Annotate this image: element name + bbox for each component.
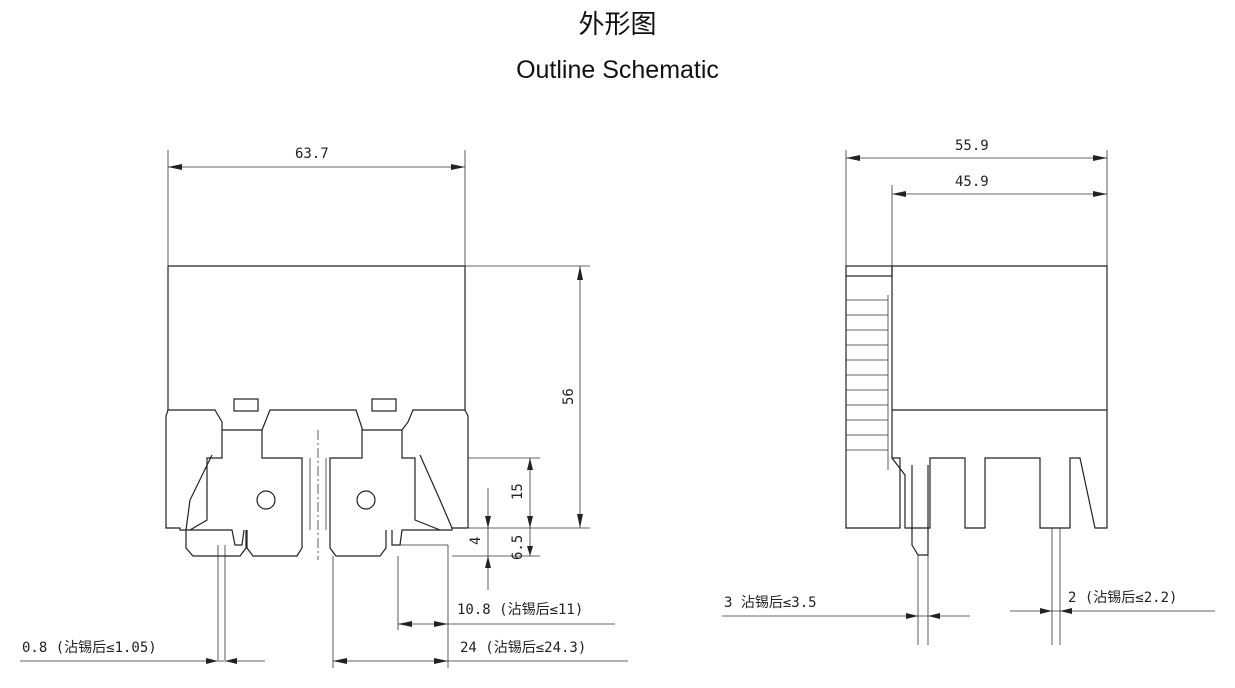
title-english: Outline Schematic: [516, 56, 719, 84]
title-chinese: 外形图: [578, 10, 657, 40]
pin-spacing-dim: 24 (沾锡后≤24.3): [460, 640, 586, 656]
terminal-height-dim: 15: [510, 483, 526, 500]
terminal-width-dim: 10.8 (沾锡后≤11): [457, 602, 583, 618]
front-view: 63.7 56 15 6.5 4 10.8 (沾锡后≤11) 24 (沾锡后≤2…: [20, 146, 628, 668]
front-body-outline: [165, 265, 469, 546]
pin-dim: 4: [468, 537, 484, 545]
side-overall-depth-dim: 55.9: [955, 138, 989, 154]
front-width-dim: 63.7: [295, 146, 329, 162]
side-body-depth-dim: 45.9: [955, 174, 989, 190]
side-pin-width-dim: 2 (沾锡后≤2.2): [1068, 590, 1177, 606]
side-view: 55.9 45.9 3 沾锡后≤3.5 2 (沾锡后≤2.2): [722, 138, 1215, 645]
front-height-dim: 56: [561, 388, 577, 405]
base-dim: 6.5: [510, 535, 526, 560]
pin-thickness-dim: 0.8 (沾锡后≤1.05): [22, 640, 157, 656]
heatsink-fins: [846, 295, 889, 470]
side-tab-width-dim: 3 沾锡后≤3.5: [724, 595, 817, 611]
